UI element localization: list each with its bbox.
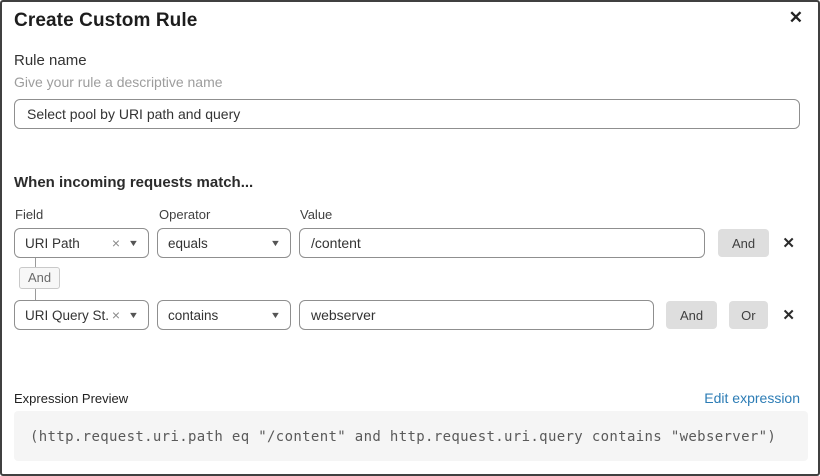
operator-column-label: Operator — [159, 207, 211, 222]
add-or-condition-button[interactable]: Or — [729, 301, 768, 329]
condition-connector: And — [14, 258, 114, 302]
add-and-condition-button[interactable]: And — [666, 301, 718, 329]
condition-row-1: URI Path × ▼ equals ▼ And ✕ — [14, 228, 795, 258]
value-input[interactable] — [299, 228, 705, 258]
chevron-down-icon: ▼ — [127, 309, 140, 320]
operator-select-value: contains — [168, 307, 219, 323]
expression-preview-header: Expression Preview Edit expression — [14, 390, 800, 406]
expression-preview-label: Expression Preview — [14, 390, 129, 406]
expression-code: (http.request.uri.path eq "/content" and… — [30, 429, 777, 445]
clear-selection-icon[interactable]: × — [111, 307, 121, 323]
field-select[interactable]: URI Query St... × ▼ — [14, 300, 149, 330]
value-column-label: Value — [300, 207, 333, 222]
expression-code-block: (http.request.uri.path eq "/content" and… — [14, 411, 808, 461]
delete-condition-icon[interactable]: ✕ — [782, 306, 795, 324]
operator-select[interactable]: contains ▼ — [157, 300, 291, 330]
rule-name-input[interactable] — [14, 99, 800, 129]
field-select-value: URI Path — [25, 235, 80, 251]
operator-select[interactable]: equals ▼ — [157, 228, 291, 258]
clear-selection-icon[interactable]: × — [111, 235, 121, 251]
value-input[interactable] — [299, 300, 654, 330]
close-icon[interactable]: ✕ — [788, 8, 803, 27]
field-column-label: Field — [15, 207, 44, 222]
operator-select-value: equals — [168, 235, 208, 251]
add-and-condition-button[interactable]: And — [718, 229, 770, 257]
rule-name-hint: Give your rule a descriptive name — [14, 74, 223, 90]
rule-name-label: Rule name — [14, 52, 87, 69]
field-select[interactable]: URI Path × ▼ — [14, 228, 149, 258]
delete-condition-icon[interactable]: ✕ — [782, 234, 795, 252]
chevron-down-icon: ▼ — [269, 237, 282, 248]
chevron-down-icon: ▼ — [127, 237, 140, 248]
page-title: Create Custom Rule — [14, 10, 198, 31]
chevron-down-icon: ▼ — [269, 309, 282, 320]
connector-and-badge: And — [19, 267, 61, 289]
field-select-value: URI Query St... — [25, 307, 110, 323]
condition-row-2: URI Query St... × ▼ contains ▼ And Or ✕ — [14, 300, 795, 330]
edit-expression-link[interactable]: Edit expression — [704, 390, 800, 406]
match-heading: When incoming requests match... — [14, 174, 254, 191]
